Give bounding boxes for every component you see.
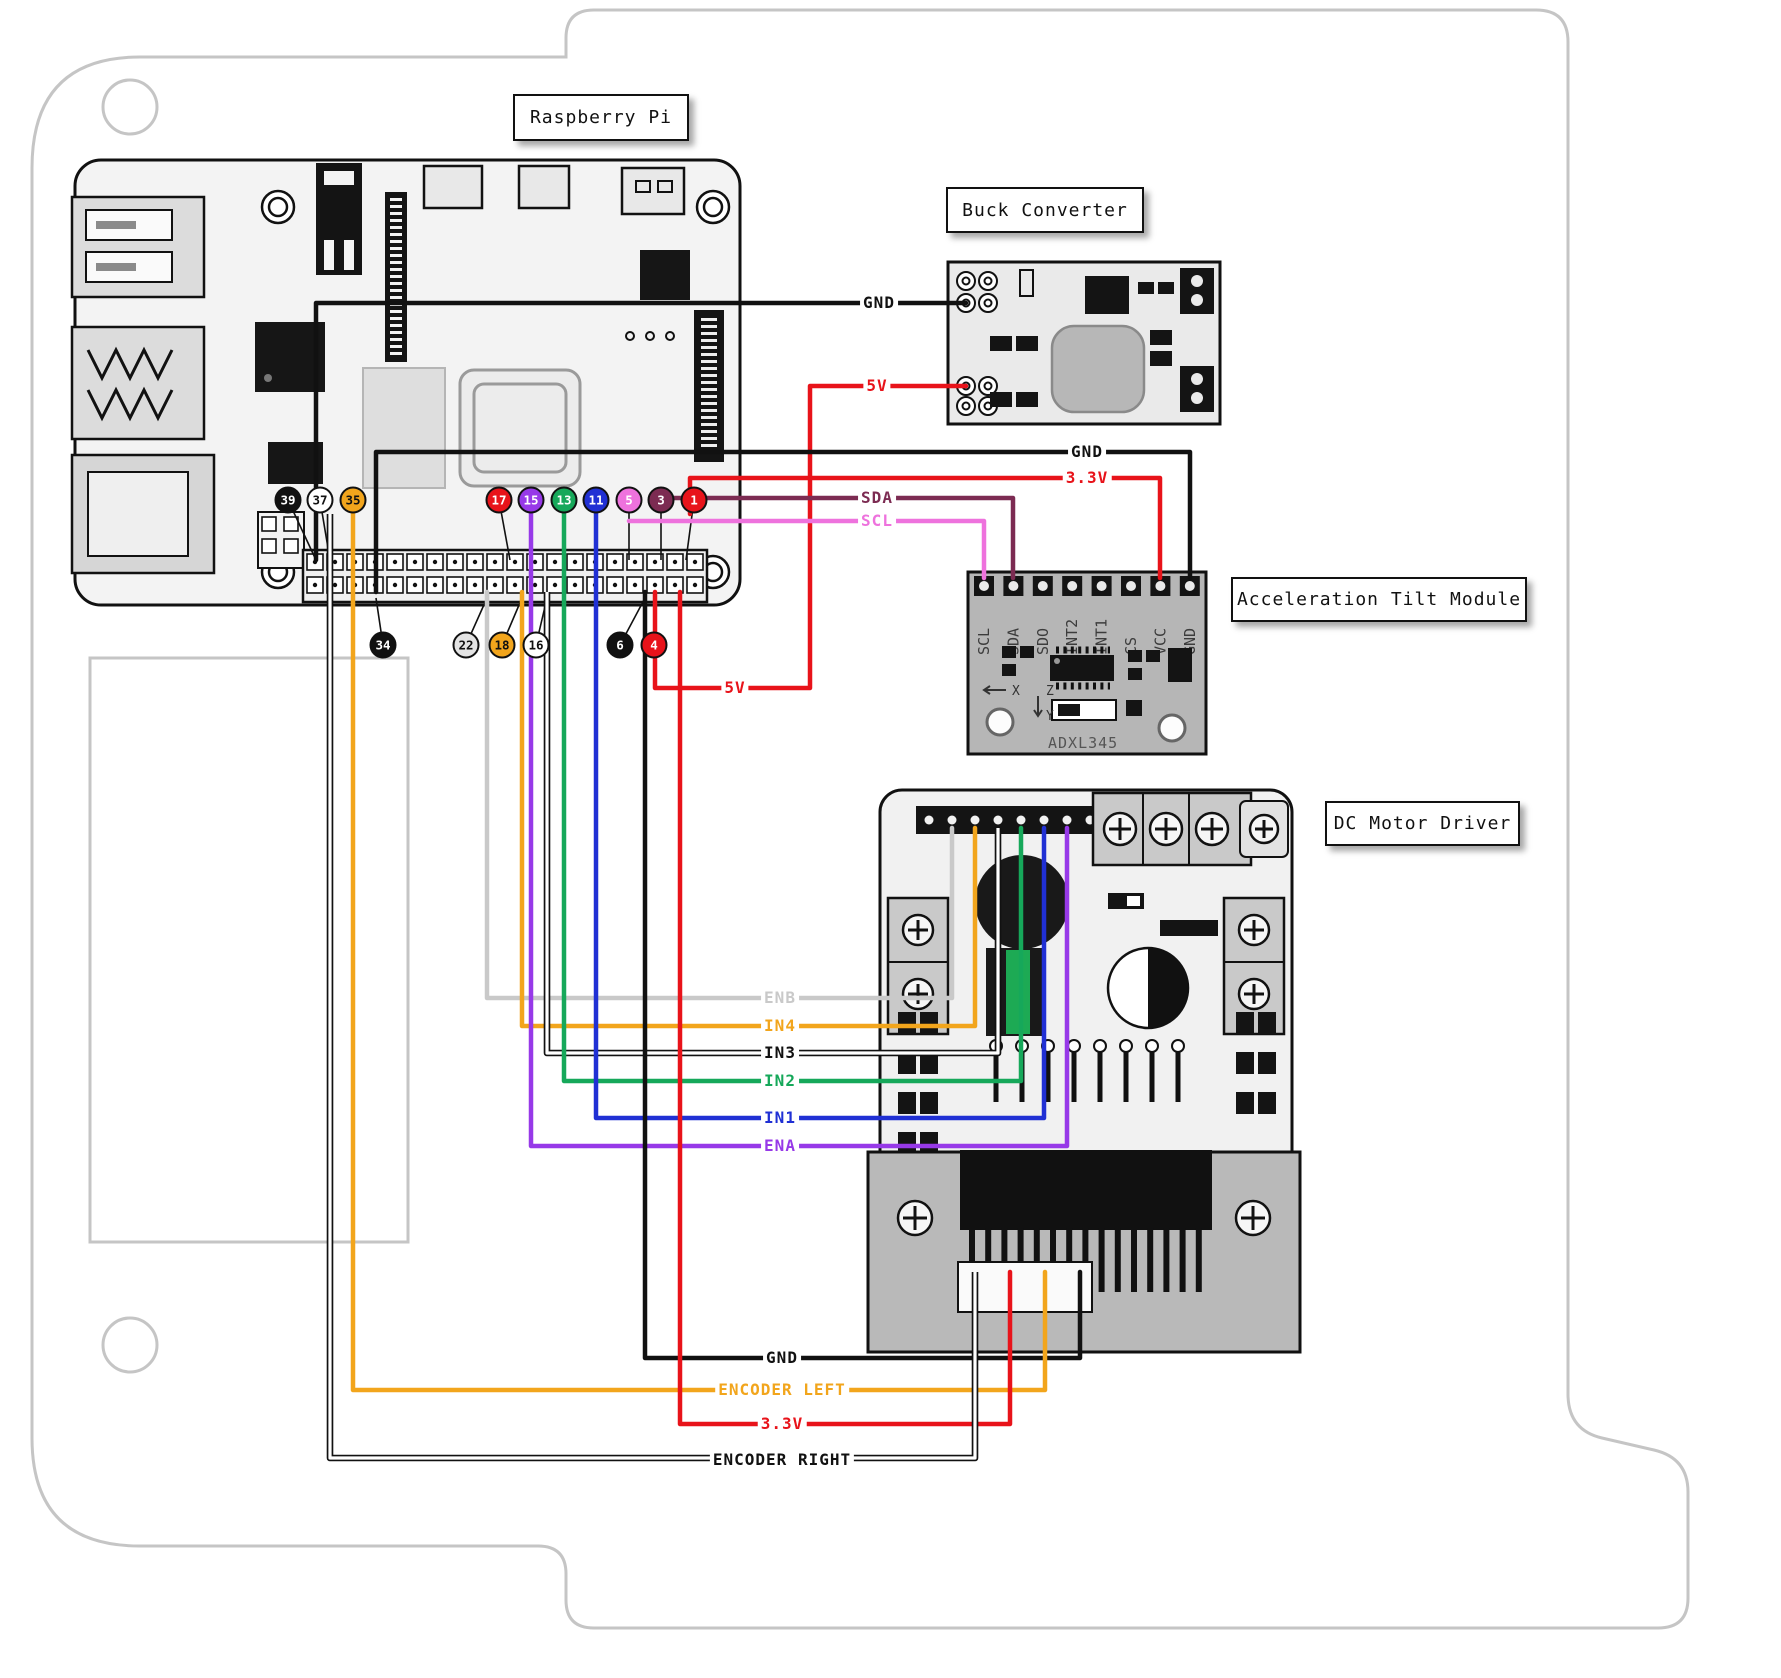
chassis-screw-hole-bottom [101,1316,159,1374]
axis-y-arrow [1033,696,1043,718]
pi-camera-connector [694,310,724,462]
chassis-screw-hole-top [101,78,159,136]
chassis-battery-cutout [88,656,410,1244]
driver-screws [896,811,1280,1237]
pi-wifi-chip [640,250,690,300]
tilt-accelerometer-chip [1050,655,1114,681]
pi-power-port [620,166,686,216]
driver-header-holes [924,815,1095,825]
wire-in4 [519,589,978,1029]
motor-driver-label: DC Motor Driver [1325,801,1520,846]
tilt-pin-label-scl: SCL [975,628,993,655]
tilt-mounting-hole-right [1157,713,1187,743]
tilt-chip-label: ADXL345 [1048,734,1118,752]
axis-y-label: Y [1046,709,1054,724]
tilt-module-label: Acceleration Tilt Module [1231,577,1527,622]
pi-mounting-holes [260,189,731,590]
wire-encoder-left [350,511,1048,1393]
wire-ena [528,511,1070,1149]
tilt-pin-label-sdo: SDO [1034,628,1052,655]
wire-sda [658,495,1016,581]
driver-control-header [916,806,1104,834]
tilt-pin-label-vcc: VCC [1151,628,1169,655]
wire-3v3-tilt [687,475,1163,581]
wire-in1 [593,511,1047,1121]
chassis-outline [30,8,1690,1630]
raspberry-pi-board [70,158,742,607]
axis-z-label: Z [1046,684,1054,699]
pi-usb3-port [70,325,206,441]
wire-enb [484,589,955,1001]
axis-x-label: X [1012,684,1020,699]
chassis-path [30,8,1690,1630]
wire-scl [626,518,987,581]
driver-power-ic [960,1150,1212,1230]
buck-regulator-chip [1085,276,1129,314]
wire-gnd-buck [313,300,969,563]
raspberry-pi-label: Raspberry Pi [513,94,689,141]
axis-x-arrow [982,685,1006,695]
motor-driver-board [866,788,1302,1354]
pi-shield [458,368,582,488]
pi-top-port-2 [517,164,571,210]
driver-smd-parts [898,1012,1276,1154]
wire-3v3-encoder [677,589,1013,1427]
wire-gnd-tilt [373,449,1193,595]
pi-top-port-1 [422,164,484,210]
wire-gnd-motor [642,589,1083,1361]
buck-converter-label: Buck Converter [946,187,1144,233]
buck-converter-board [946,260,1222,426]
tilt-pin-label-int1: INT1 [1093,619,1111,655]
driver-motor-connector [957,1261,1093,1313]
buck-inductor [1050,324,1146,414]
wire-layer [287,300,1193,1462]
tilt-pin-label-int2: INT2 [1063,619,1081,655]
tilt-mounting-hole-left [985,707,1015,737]
